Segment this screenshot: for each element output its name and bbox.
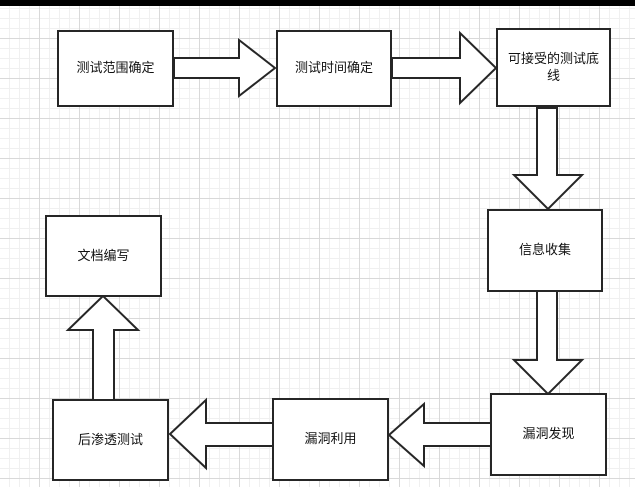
node-vuln-exploit-label: 漏洞利用 (304, 432, 357, 447)
node-scope: 测试范围确定 (57, 30, 174, 107)
node-vuln-find: 漏洞发现 (490, 393, 607, 476)
arrow-scope-to-time (173, 37, 277, 99)
node-doc-label: 文档编写 (77, 248, 130, 264)
window-top-bar (0, 0, 635, 6)
node-doc: 文档编写 (45, 215, 162, 297)
arrow-baseline-to-info (511, 107, 585, 211)
node-info-label: 信息收集 (518, 243, 571, 258)
node-info: 信息收集 (487, 209, 603, 292)
node-vuln-find-label: 漏洞发现 (522, 427, 575, 442)
node-baseline: 可接受的测试底线 (496, 28, 611, 107)
arrow-post-to-doc (65, 294, 141, 401)
node-time-label: 测试时间确定 (294, 61, 373, 76)
node-post-exploit-label: 后渗透测试 (77, 432, 143, 448)
arrow-exploit-to-post (168, 397, 274, 471)
node-scope-label: 测试范围确定 (76, 61, 155, 76)
node-vuln-exploit: 漏洞利用 (272, 398, 389, 481)
node-time: 测试时间确定 (276, 30, 392, 107)
arrow-info-to-vulnfind (511, 290, 585, 396)
node-post-exploit: 后渗透测试 (52, 399, 169, 481)
arrow-time-to-baseline (391, 30, 498, 106)
arrow-vulnfind-to-exploit (387, 401, 492, 469)
node-baseline-label: 可接受的测试底线 (507, 51, 599, 84)
